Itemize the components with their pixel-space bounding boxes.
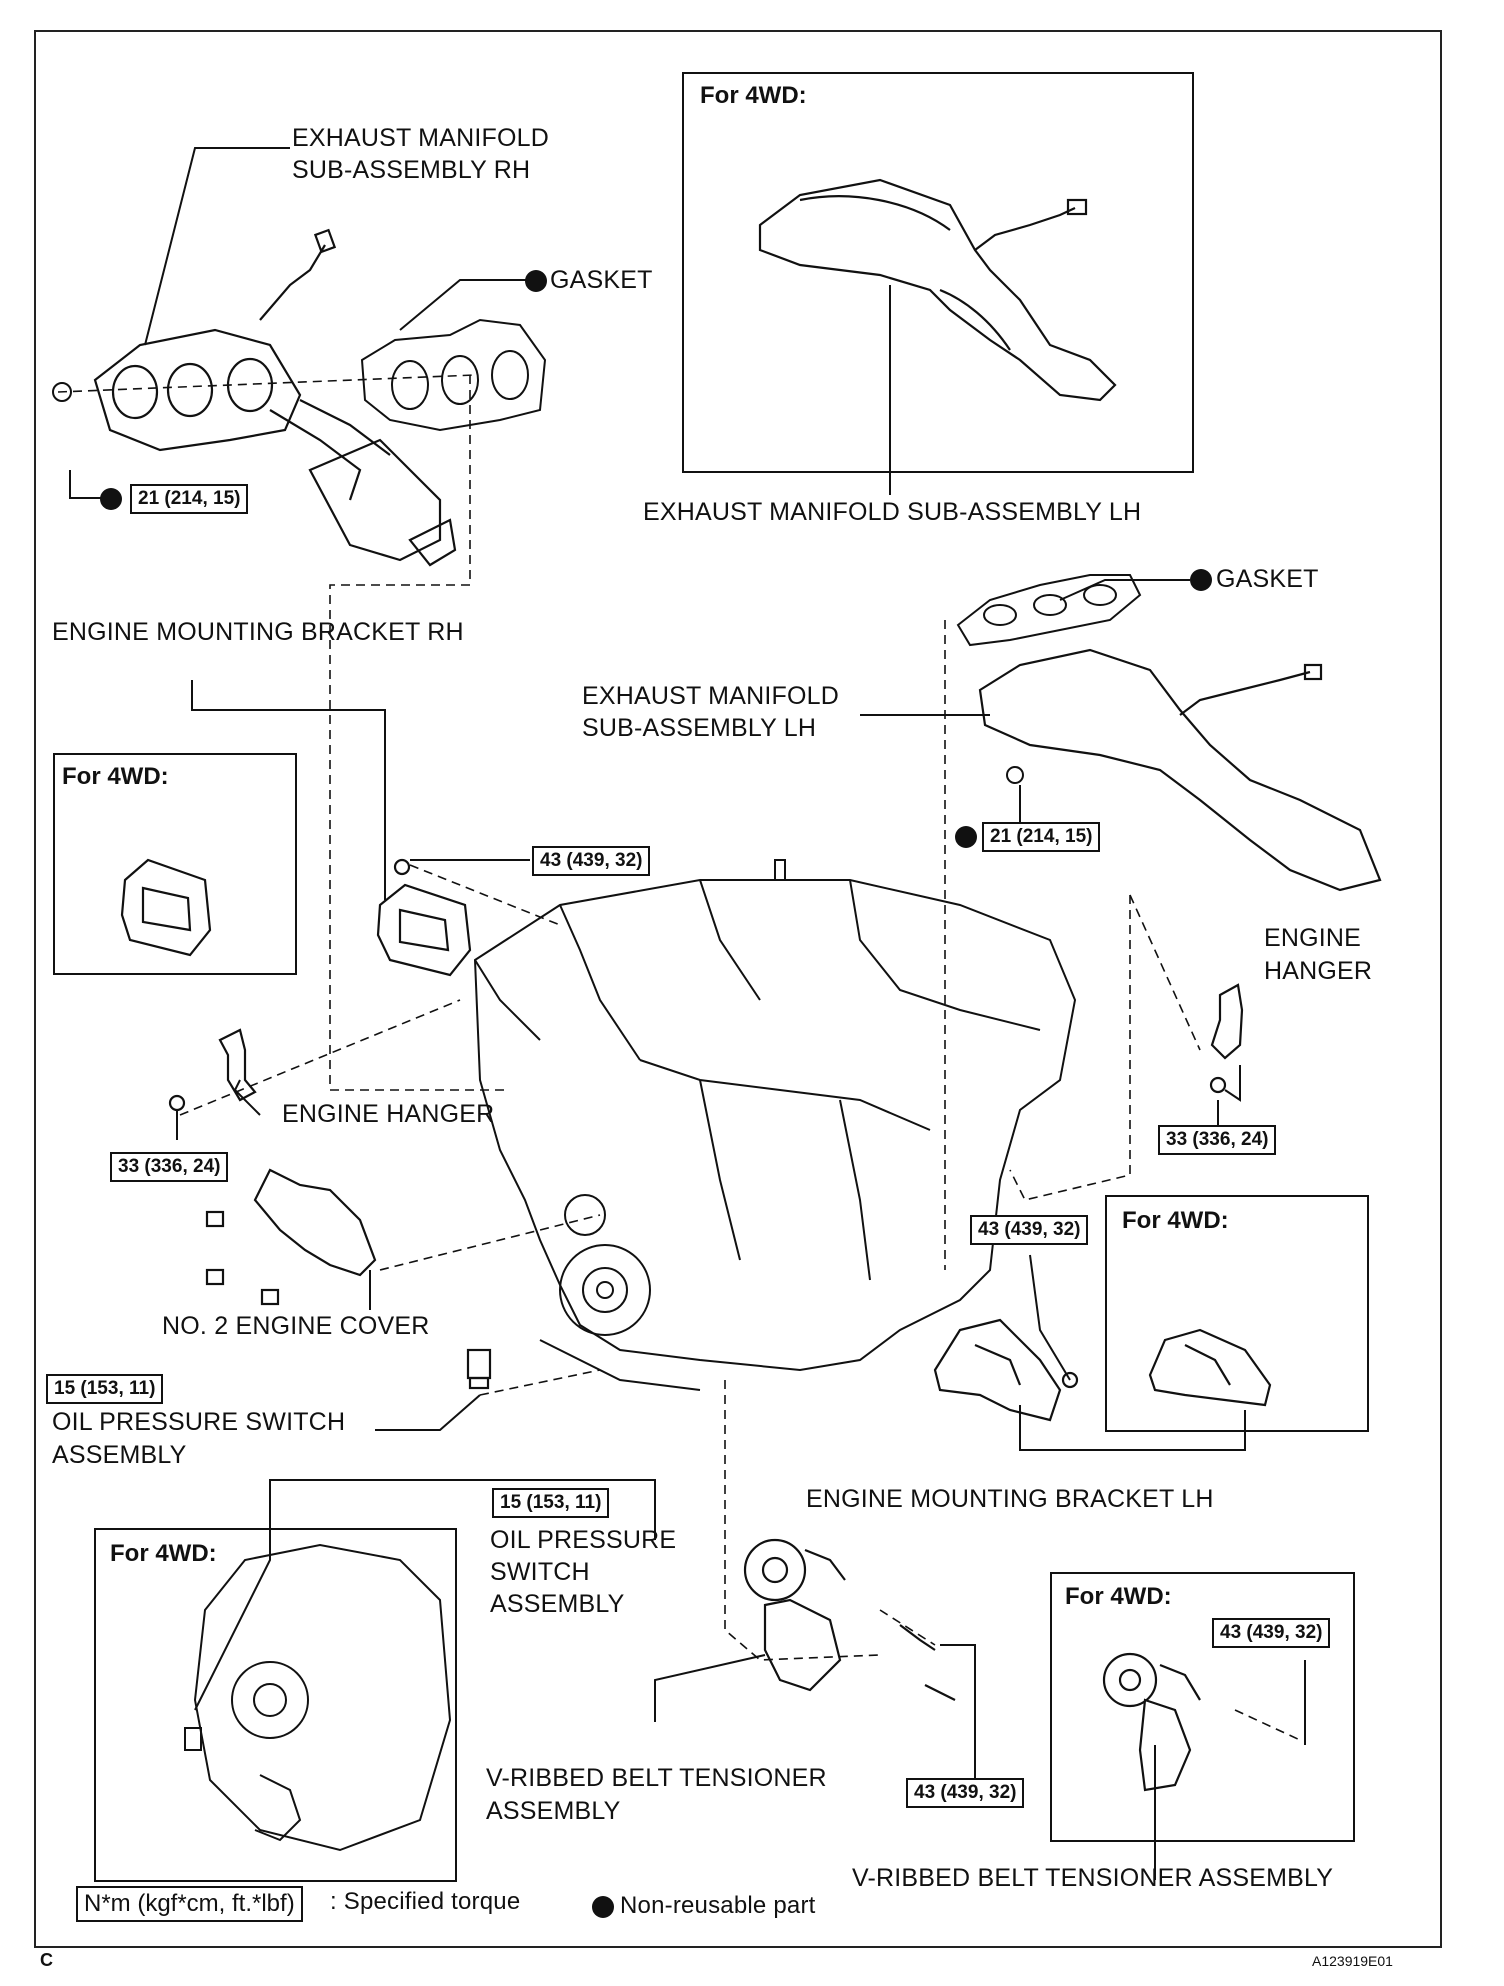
label-engine-hanger-l: ENGINE HANGER	[282, 1100, 495, 1128]
leader-exh-rh	[144, 147, 290, 346]
footer-left: C	[40, 1950, 53, 1970]
label-exhaust-manifold-lh-1: EXHAUST MANIFOLD	[582, 682, 839, 710]
oil-pressure-switch-drawing	[466, 1348, 492, 1390]
legend-non-reusable-text: Non-reusable part	[620, 1892, 816, 1919]
leader-gasket-top	[399, 279, 530, 331]
label-exhaust-manifold-lh-top: EXHAUST MANIFOLD SUB-ASSEMBLY LH	[643, 498, 1142, 526]
non-reusable-dot-rh-nut	[100, 488, 122, 510]
label-exhaust-manifold-rh-2: SUB-ASSEMBLY RH	[292, 156, 531, 184]
label-exhaust-manifold-lh-2: SUB-ASSEMBLY LH	[582, 714, 817, 742]
engine-hanger-l-drawing	[168, 1028, 257, 1112]
label-engine-hanger-r-2: HANGER	[1264, 957, 1373, 985]
no2-engine-cover-drawing	[205, 1168, 377, 1306]
engine-mounting-bracket-rh-drawing	[376, 858, 472, 977]
leader-mount-rh	[191, 680, 386, 900]
legend-torque-unit: N*m (kgf*cm, ft.*lbf)	[76, 1886, 303, 1922]
torque-hanger-l: 33 (336, 24)	[110, 1152, 229, 1182]
oil-4wd-engine-drawing	[184, 1543, 452, 1852]
engine-block-drawing	[473, 859, 1077, 1391]
label-oil-pressure-4wd-3: ASSEMBLY	[490, 1590, 625, 1618]
leader-oil	[375, 1394, 481, 1431]
leader-oil4	[194, 1479, 656, 1711]
torque-oil-4wd: 15 (153, 11)	[492, 1488, 610, 1518]
leader-hanger-r	[1224, 1065, 1241, 1102]
leader-lh-bracket-torque	[1029, 1254, 1071, 1381]
label-oil-pressure-switch-1: OIL PRESSURE SWITCH	[52, 1408, 346, 1436]
non-reusable-dot-gasket-top	[525, 270, 547, 292]
label-vribbed-tensioner-1: V-RIBBED BELT TENSIONER	[486, 1764, 827, 1792]
vribbed-tensioner-drawing	[743, 1538, 956, 1701]
diagram-frame	[34, 30, 1442, 1948]
torque-rh-bracket: 43 (439, 32)	[532, 846, 651, 876]
box-4wd-mount-rh	[53, 753, 297, 975]
legend-non-reusable-dot	[592, 1896, 614, 1918]
gasket-right-drawing	[956, 574, 1142, 647]
label-engine-hanger-r-1: ENGINE	[1264, 924, 1362, 952]
torque-hanger-r: 33 (336, 24)	[1158, 1125, 1277, 1155]
header-4wd-tensioner: For 4WD:	[1065, 1583, 1172, 1610]
gasket-top-drawing	[360, 318, 547, 432]
leader-gasket-right	[1059, 579, 1190, 601]
torque-lh-bracket: 43 (439, 32)	[970, 1215, 1089, 1245]
header-4wd-mount-rh: For 4WD:	[62, 763, 169, 790]
header-4wd-mount-lh: For 4WD:	[1122, 1207, 1229, 1234]
label-no2-engine-cover: NO. 2 ENGINE COVER	[162, 1312, 430, 1340]
label-exhaust-manifold-rh-1: EXHAUST MANIFOLD	[292, 124, 549, 152]
exhaust-manifold-rh-drawing	[93, 228, 457, 567]
torque-lh-nut: 21 (214, 15)	[982, 822, 1101, 852]
exhaust-manifold-lh-4wd-drawing	[758, 178, 1117, 402]
legend-torque-text: : Specified torque	[330, 1888, 521, 1915]
torque-rh-nut: 21 (214, 15)	[130, 484, 249, 514]
footer-right: A123919E01	[1312, 1953, 1393, 1969]
leader-rh-nut	[69, 470, 105, 499]
leader-vrib-torque	[940, 1644, 976, 1796]
box-4wd-tensioner	[1050, 1572, 1355, 1842]
label-gasket-right: GASKET	[1216, 565, 1319, 593]
label-oil-pressure-4wd-1: OIL PRESSURE	[490, 1526, 677, 1554]
header-4wd-oil-switch: For 4WD:	[110, 1540, 217, 1567]
box-4wd-exhaust-lh	[682, 72, 1194, 473]
box-4wd-oil-switch	[94, 1528, 457, 1882]
torque-oil: 15 (153, 11)	[46, 1374, 164, 1404]
torque-vribbed: 43 (439, 32)	[906, 1778, 1025, 1808]
label-vribbed-tensioner-2: ASSEMBLY	[486, 1797, 621, 1825]
box-4wd-mount-lh	[1105, 1195, 1369, 1432]
label-engine-mounting-bracket-rh: ENGINE MOUNTING BRACKET RH	[52, 618, 464, 646]
mount-lh-4wd-drawing	[1148, 1328, 1272, 1407]
non-reusable-dot-lh-nut	[955, 826, 977, 848]
engine-hanger-r-drawing	[1209, 983, 1244, 1094]
mount-rh-4wd-drawing	[120, 858, 212, 957]
non-reusable-dot-gasket-right	[1190, 569, 1212, 591]
vribbed-tensioner-4wd-drawing	[1102, 1652, 1201, 1792]
header-4wd-exhaust-lh: For 4WD:	[700, 82, 807, 109]
label-gasket-top: GASKET	[550, 266, 653, 294]
label-oil-pressure-switch-2: ASSEMBLY	[52, 1441, 187, 1469]
exhaust-manifold-lh-drawing	[978, 648, 1382, 892]
label-vribbed-tensioner-right: V-RIBBED BELT TENSIONER ASSEMBLY	[852, 1864, 1334, 1892]
label-oil-pressure-4wd-2: SWITCH	[490, 1558, 590, 1586]
leader-vrib	[654, 1654, 766, 1722]
torque-vribbed-4wd: 43 (439, 32)	[1212, 1618, 1331, 1648]
engine-mounting-bracket-lh-drawing	[933, 1318, 1079, 1422]
label-engine-mounting-bracket-lh: ENGINE MOUNTING BRACKET LH	[806, 1485, 1214, 1513]
